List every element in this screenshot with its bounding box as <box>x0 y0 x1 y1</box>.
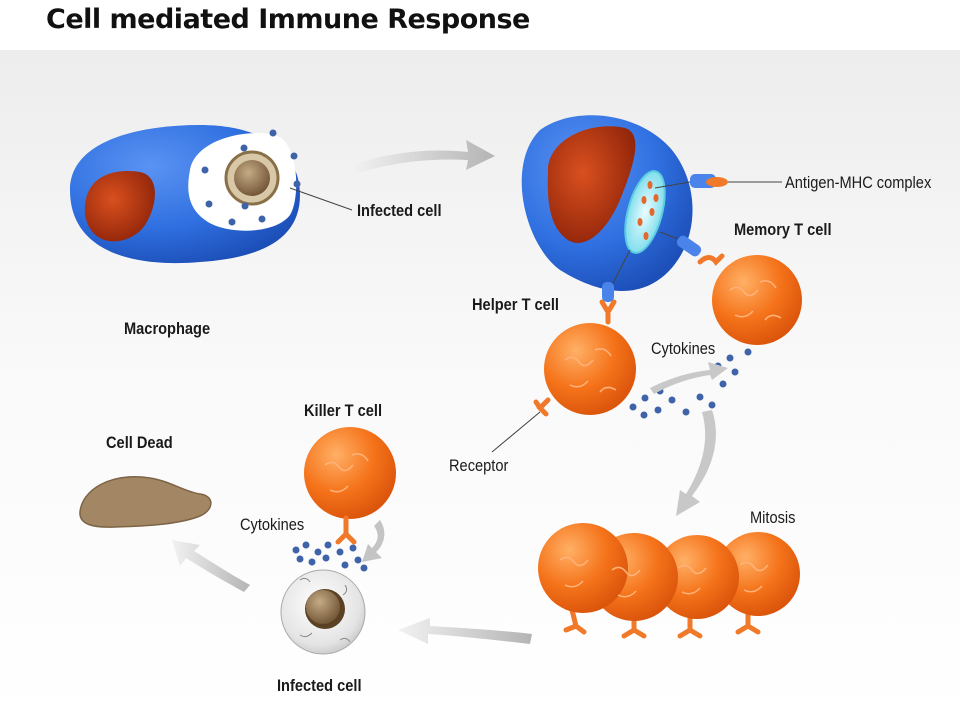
infected-cell-bottom <box>280 569 366 655</box>
mitosis-label: Mitosis <box>750 508 796 527</box>
arrow-6 <box>172 540 250 592</box>
antigen-presenting-cell <box>521 115 782 302</box>
infected-cell-top-label: Infected cell <box>357 201 442 220</box>
memory-t-cell-label: Memory T cell <box>734 220 832 239</box>
page-title: Cell mediated Immune Response <box>46 4 530 35</box>
infected-cell-bottom-label: Infected cell <box>277 676 362 695</box>
arrow-1 <box>352 140 495 175</box>
cytokines-right-label: Cytokines <box>651 339 716 358</box>
memory-t-cell <box>697 253 802 345</box>
helper-t-cell-label: Helper T cell <box>472 295 559 314</box>
arrow-3 <box>676 410 716 516</box>
macrophage-label: Macrophage <box>124 319 211 338</box>
arrow-2 <box>650 362 728 394</box>
dead-cell <box>79 476 212 528</box>
receptor-label: Receptor <box>449 456 509 475</box>
cytokine-particles-left <box>292 541 368 572</box>
killer-t-cell <box>304 427 396 545</box>
mitosis-cell-group <box>538 523 800 639</box>
helper-t-cell <box>491 299 636 453</box>
cytokine-particles-right <box>629 348 752 419</box>
antigen-mhc-label: Antigen-MHC complex <box>785 173 932 192</box>
cytokines-left-label: Cytokines <box>240 515 305 534</box>
killer-t-cell-label: Killer T cell <box>304 401 383 420</box>
arrow-4 <box>398 618 532 644</box>
cell-dead-label: Cell Dead <box>106 433 173 452</box>
arrow-5 <box>362 520 385 562</box>
macrophage-cell <box>70 125 353 264</box>
